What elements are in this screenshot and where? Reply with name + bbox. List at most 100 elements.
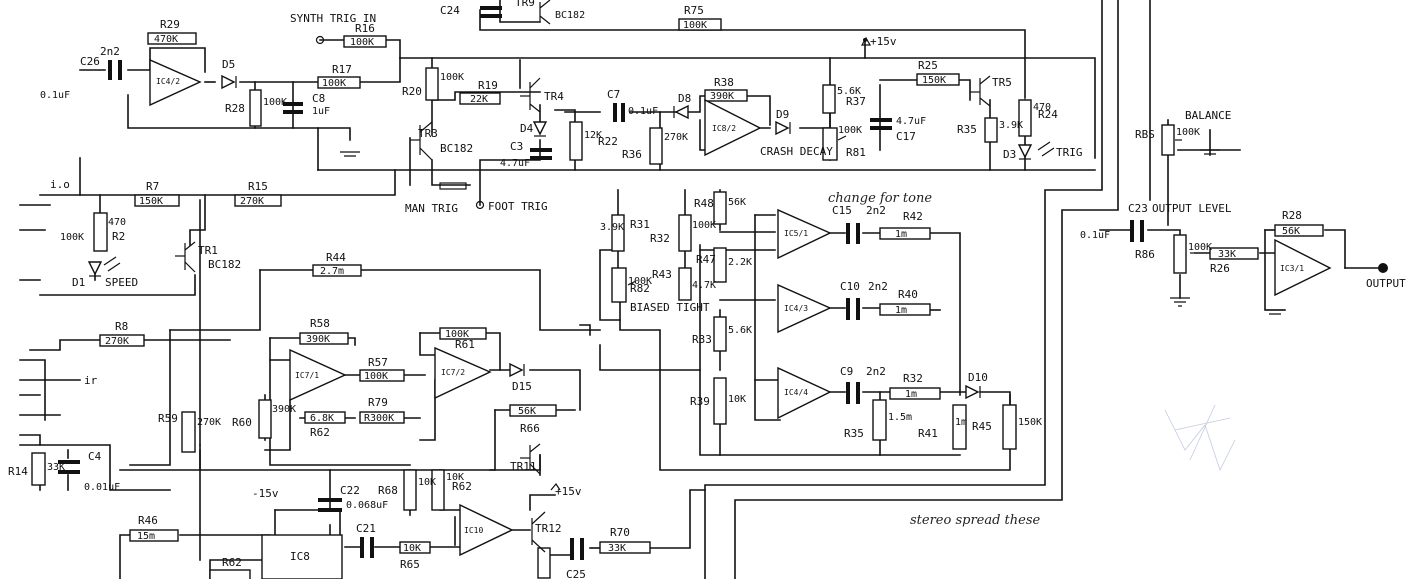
label-c3: C3 — [510, 140, 523, 153]
value-r62b: 10K — [446, 472, 464, 483]
resistor-r14 — [31, 452, 46, 486]
label-ic5-1: IC5/1 — [784, 229, 808, 238]
capacitor-c7 — [613, 103, 625, 122]
label-r48: R48 — [694, 197, 714, 210]
value-tr3: BC182 — [440, 142, 473, 155]
transistor-tr3 — [410, 121, 433, 161]
value-r24: 470 — [1033, 102, 1051, 113]
resistor-r79 — [359, 411, 405, 424]
value-r7: 150K — [139, 196, 163, 207]
value-c10: 2n2 — [868, 280, 888, 293]
label-r37: R37 — [846, 95, 866, 108]
label-r46: R46 — [138, 514, 158, 527]
transistor-tr12 — [531, 511, 546, 553]
opamp-ic5-1 — [777, 208, 832, 260]
resistor-r33 — [713, 316, 727, 352]
value-r15: 270K — [240, 196, 264, 207]
label-r65: R65 — [400, 558, 420, 571]
value-c3: 4.7uF — [500, 158, 530, 169]
label-rbs: RBS — [1135, 128, 1155, 141]
diode-d1 — [87, 261, 103, 277]
label-c26-name: C26 — [80, 55, 100, 68]
resistor-r37 — [822, 84, 836, 114]
diode-d15 — [509, 362, 525, 378]
value-r47: 2.2K — [728, 257, 752, 268]
resistor-r7 — [134, 194, 180, 207]
label-balance: BALANCE — [1185, 109, 1231, 122]
label-tr4: TR4 — [544, 90, 564, 103]
resistor-r62a — [304, 411, 346, 424]
value-r65: 10K — [403, 543, 421, 554]
capacitor-c15 — [846, 223, 860, 244]
resistor-r35b — [984, 117, 998, 143]
resistor-r82 — [611, 267, 627, 303]
label-left-cut2: ir — [84, 374, 98, 387]
label-output-level: OUTPUT LEVEL — [1152, 202, 1232, 215]
value-r2-pot: 100K — [60, 232, 84, 243]
label-d4: D4 — [520, 122, 534, 135]
value-rbs: 100K — [1176, 127, 1200, 138]
label-c4: C4 — [88, 450, 102, 463]
resistor-r39 — [713, 377, 727, 425]
foot-trig-jack — [475, 200, 485, 210]
transistor-tr4 — [520, 77, 541, 113]
resistor-r53 — [537, 547, 551, 579]
label-output: OUTPUT — [1366, 277, 1406, 290]
label-plus15v-b: +15v — [555, 485, 582, 498]
resistor-r35 — [872, 399, 887, 441]
resistor-r44 — [312, 264, 362, 277]
diode-d10 — [965, 384, 981, 400]
value-r32a: 100K — [692, 220, 716, 231]
label-tr5: TR5 — [992, 76, 1012, 89]
value-r35b: 3.9K — [999, 120, 1023, 131]
value-c22: 0.068uF — [346, 500, 388, 511]
label-r68: R68 — [378, 484, 398, 497]
label-r2: R2 — [112, 230, 125, 243]
label-ic4-3: IC4/3 — [784, 304, 808, 313]
resistor-r28a — [249, 89, 262, 127]
label-r44: R44 — [326, 251, 346, 264]
resistor-r62c — [209, 569, 251, 579]
value-r42: 1m — [895, 229, 907, 240]
label-left-cut: i.o — [50, 178, 70, 191]
transistor-tr11 — [520, 443, 541, 475]
label-r24: R24 — [1038, 108, 1058, 121]
diode-d5 — [221, 74, 237, 90]
label-c7: C7 — [607, 88, 620, 101]
resistor-r24 — [1018, 99, 1032, 137]
value-r8: 270K — [105, 336, 129, 347]
transistors — [175, 0, 991, 553]
value-r44: 2.7m — [320, 266, 344, 277]
value-r31: 3.9K — [600, 222, 624, 233]
label-r62a: R62 — [310, 426, 330, 439]
label-c10: C10 — [840, 280, 860, 293]
label-tr11: TR11 — [510, 460, 537, 473]
label-r35b: R35 — [957, 123, 977, 136]
resistor-r17 — [317, 76, 361, 89]
resistor-r20 — [425, 67, 439, 101]
labels: R29 470K R16 100K R17 100K R28 100K R20 … — [8, 0, 1406, 579]
value-c23: 0.1uF — [1080, 230, 1110, 241]
resistor-r59 — [181, 411, 196, 453]
label-r79: R79 — [368, 396, 388, 409]
capacitor-c25 — [570, 538, 584, 560]
resistor-r60 — [258, 399, 272, 439]
label-d9: D9 — [776, 108, 789, 121]
value-r28: 56K — [1282, 226, 1300, 237]
label-ic3-1: IC3/1 — [1280, 264, 1304, 273]
value-c9: 2n2 — [866, 365, 886, 378]
opamp-ic10 — [459, 503, 514, 557]
label-c26: 2n2 — [100, 45, 120, 58]
resistor-r26 — [1209, 247, 1259, 260]
label-minus15v: -15v — [252, 487, 279, 500]
label-r22: R22 — [598, 135, 618, 148]
resistor-r61 — [439, 327, 487, 340]
label-r26: R26 — [1210, 262, 1230, 275]
transistor-tr1 — [175, 241, 196, 273]
label-r33: R33 — [692, 333, 712, 346]
label-r19: R19 — [478, 79, 498, 92]
value-r16: 100K — [350, 37, 374, 48]
label-d3: D3 — [1003, 148, 1016, 161]
value-r35: 1.5m — [888, 412, 912, 423]
value-r38: 390K — [710, 91, 734, 102]
